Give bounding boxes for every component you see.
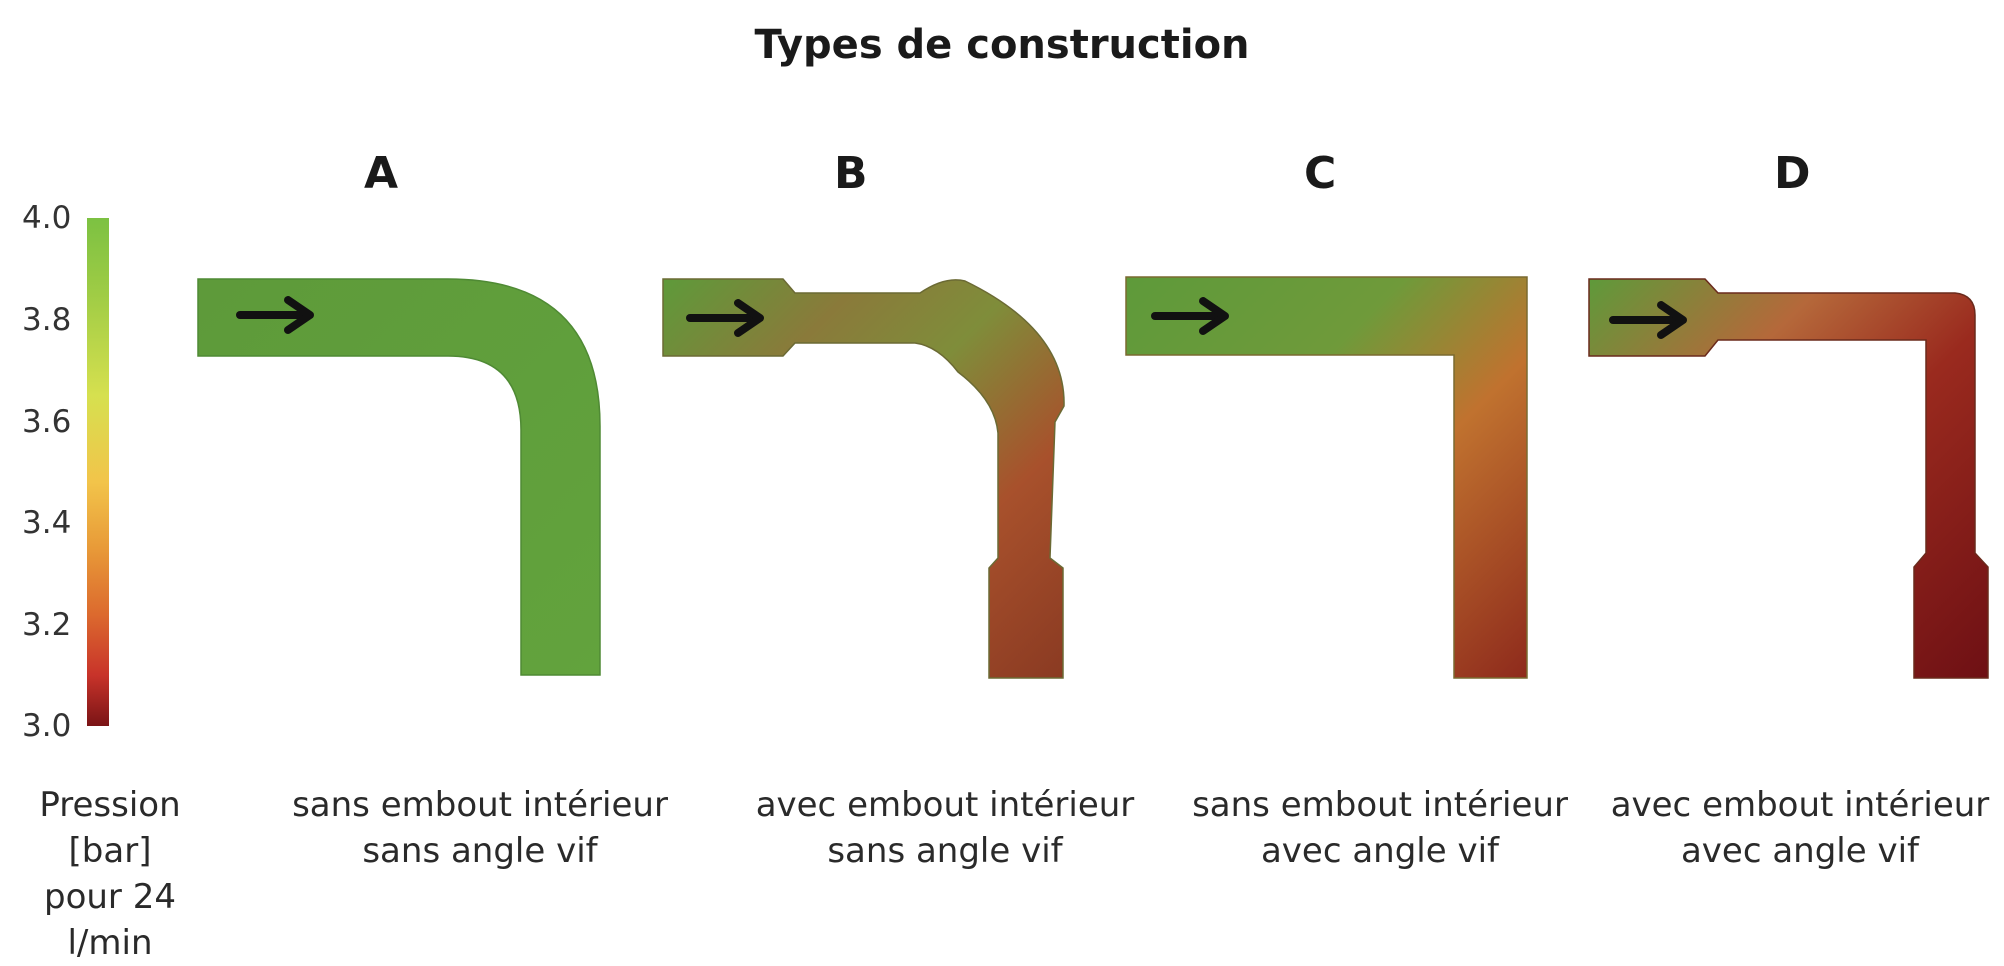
scale-tick: 4.0: [22, 200, 72, 236]
scale-tick: 3.0: [22, 708, 72, 744]
scale-label-line1: Pression [bar]: [39, 785, 181, 871]
variant-d-pipe: [1588, 278, 1989, 679]
flow-arrow-icon: [1151, 297, 1229, 335]
variant-label-b: B: [834, 148, 868, 199]
variant-caption-d: avec embout intérieur avec angle vif: [1600, 782, 2000, 874]
pipe-elbow-diagrams: [197, 276, 1989, 679]
variant-caption-b: avec embout intérieur sans angle vif: [750, 782, 1140, 874]
scale-tick: 3.2: [22, 607, 72, 643]
scale-tick: 3.4: [22, 505, 72, 541]
pressure-color-scale: [87, 218, 109, 726]
variant-a-pipe: [197, 278, 601, 676]
variant-label-d: D: [1774, 148, 1811, 199]
caption-line1: avec embout intérieur: [755, 785, 1135, 825]
caption-line2: avec angle vif: [1260, 831, 1500, 871]
caption-line2: sans angle vif: [362, 831, 598, 871]
flow-arrow-icon: [236, 296, 314, 334]
scale-tick: 3.8: [22, 302, 72, 338]
scale-caption: Pression [bar] pour 24 l/min: [0, 782, 220, 966]
caption-line1: sans embout intérieur: [1192, 785, 1568, 825]
flow-arrow-icon: [1609, 301, 1687, 339]
variant-c-pipe: [1125, 276, 1528, 679]
page-title: Types de construction: [754, 22, 1250, 68]
variant-label-c: C: [1304, 148, 1337, 199]
scale-tick: 3.6: [22, 404, 72, 440]
variant-label-a: A: [364, 148, 399, 199]
caption-line1: sans embout intérieur: [292, 785, 668, 825]
caption-line1: avec embout intérieur: [1610, 785, 1990, 825]
variant-caption-a: sans embout intérieur sans angle vif: [285, 782, 675, 874]
scale-label-line2: pour 24 l/min: [44, 877, 176, 963]
flow-arrow-icon: [686, 299, 764, 337]
variant-caption-c: sans embout intérieur avec angle vif: [1185, 782, 1575, 874]
variant-b-pipe: [662, 278, 1065, 679]
caption-line2: avec angle vif: [1680, 831, 1920, 871]
caption-line2: sans angle vif: [827, 831, 1063, 871]
